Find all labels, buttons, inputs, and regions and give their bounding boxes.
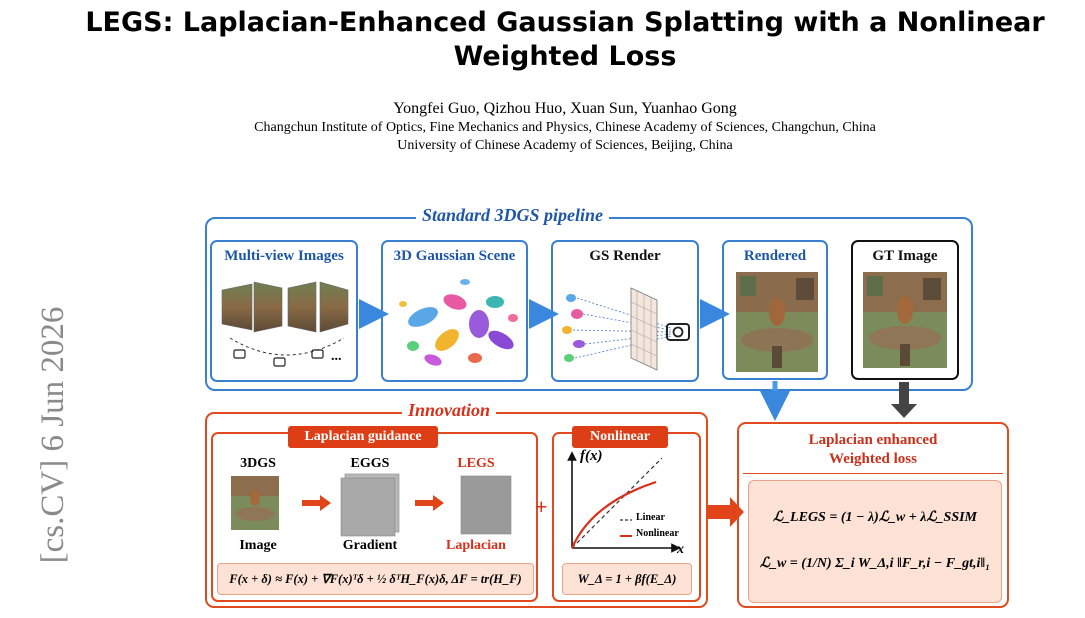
paper-title: LEGS: Laplacian-Enhanced Gaussian Splatt… [60, 6, 1070, 74]
stage-label-gaussian-scene: 3D Gaussian Scene [393, 248, 516, 264]
arrow-gradient-to-laplacian [415, 495, 444, 511]
col-header-eggs: EGGS [350, 456, 390, 471]
loss-title: Laplacian enhanced Weighted loss [739, 431, 1007, 469]
caption-gradient: Gradient [342, 538, 398, 553]
col-header-3dgs: 3DGS [240, 456, 276, 471]
loss-eq-legs: ℒ_LEGS = (1 − λ)ℒ_w + λℒ_SSIM [772, 510, 978, 525]
legend-nonlinear-label: Nonlinear [636, 528, 679, 539]
pipeline-title: Standard 3DGS pipeline [416, 205, 610, 226]
laplacian-images [231, 473, 512, 537]
camera-ellipsis: ... [331, 349, 342, 364]
arrow-image-to-gradient [302, 495, 331, 511]
caption-image: Image [239, 538, 277, 553]
title-line-1: LEGS: Laplacian-Enhanced Gaussian Splatt… [85, 7, 1045, 38]
loss-equations: ℒ_LEGS = (1 − λ)ℒ_w + λℒ_SSIM ℒ_w = (1/N… [748, 480, 1002, 603]
plot-ylabel: f(x) [580, 448, 603, 464]
stage-gaussian-scene: 3D Gaussian Scene [381, 240, 528, 382]
laplacian-guidance-pill: Laplacian guidance [288, 426, 438, 448]
gaussian-blobs-illustration [399, 279, 518, 366]
affiliation-2: University of Chinese Academy of Science… [397, 138, 733, 153]
plot-linear-line [571, 457, 663, 549]
gt-image [863, 272, 947, 368]
stage-label-gs-render: GS Render [589, 248, 661, 264]
plus-sign: + [535, 494, 548, 519]
loss-divider [743, 473, 1003, 474]
loss-eq-weighted: ℒ_w = (1/N) Σ_i W_Δ,i ‖F_r,i − F_gt,i‖₁ [759, 556, 991, 571]
stage-multiview: Multi-view Images ... [210, 240, 358, 382]
caption-laplacian: Laplacian [446, 538, 506, 553]
affiliation-1: Changchun Institute of Optics, Fine Mech… [254, 120, 876, 135]
gt-image-box: GT Image [851, 240, 959, 380]
image-legs [460, 475, 512, 535]
col-header-legs: LEGS [457, 456, 495, 471]
legend-linear-label: Linear [636, 512, 665, 523]
gt-image-label: GT Image [872, 248, 938, 264]
multiview-illustration [221, 281, 349, 367]
render-illustration [562, 287, 690, 371]
plot-xlabel: x [677, 542, 684, 557]
nonlinear-plot [567, 451, 681, 553]
stage-gs-render: GS Render [551, 240, 699, 382]
rendered-image [736, 272, 818, 372]
innovation-title: Innovation [402, 400, 497, 421]
title-line-2: Weighted Loss [453, 41, 677, 72]
taylor-formula: F(x + δ) ≈ F(x) + ∇F(x)ᵀδ + ½ δᵀH_F(x)δ,… [217, 563, 534, 595]
stage-rendered: Rendered [722, 240, 828, 380]
loss-title-line-2: Weighted loss [829, 451, 917, 467]
stage-label-rendered: Rendered [743, 248, 807, 264]
stage-label-multiview: Multi-view Images [224, 248, 344, 264]
nonlinear-pill: Nonlinear [572, 426, 668, 448]
arxiv-stamp: [cs.CV] 6 Jun 2026 [35, 306, 71, 564]
loss-box: Laplacian enhanced Weighted loss ℒ_LEGS … [737, 422, 1009, 608]
author-list: Yongfei Guo, Qizhou Huo, Xuan Sun, Yuanh… [393, 100, 737, 117]
loss-title-line-1: Laplacian enhanced [808, 432, 938, 448]
weight-formula: W_Δ = 1 + βf(E_Δ) [562, 563, 692, 595]
plot-nonlinear-curve [570, 480, 657, 549]
